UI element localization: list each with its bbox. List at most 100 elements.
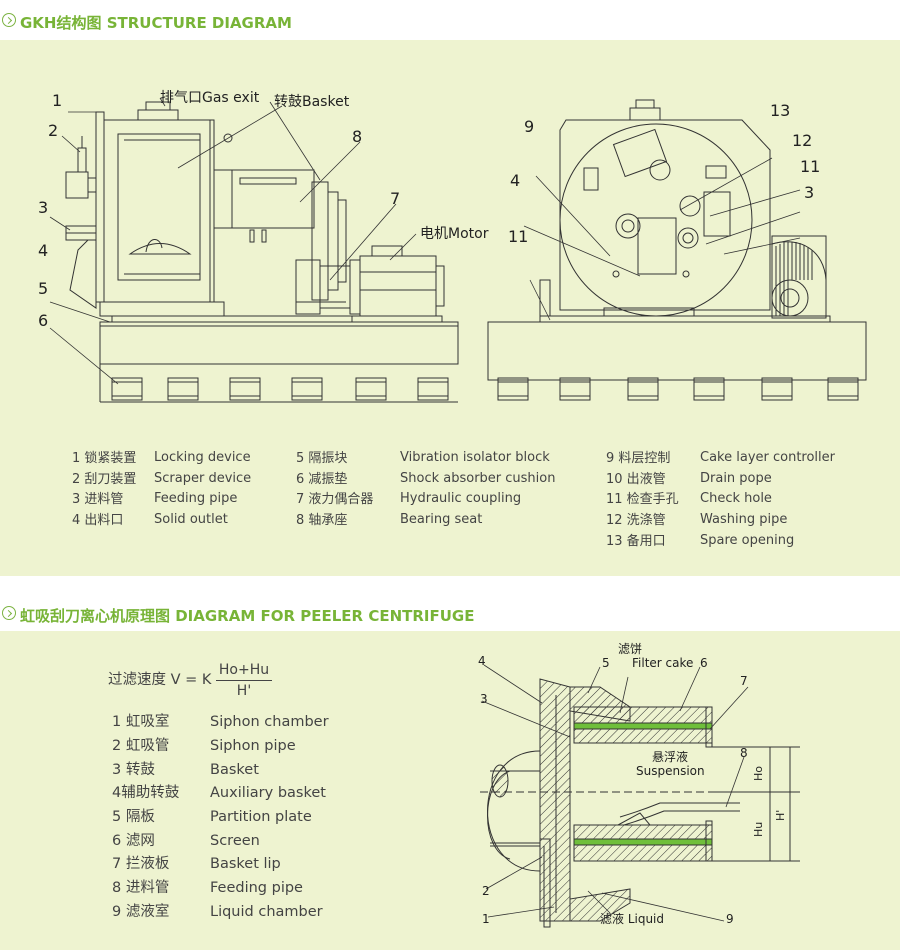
legend-en-12: Washing pipe — [700, 512, 788, 527]
legend-cn-1: 1 锁紧装置 — [72, 451, 137, 466]
svg-text:5: 5 — [602, 656, 610, 670]
legend-en-13: Spare opening — [700, 533, 795, 548]
section-title: GKH结构图 STRUCTURE DIAGRAM — [20, 14, 292, 32]
legend-cn-13: 13 备用口 — [606, 534, 666, 549]
legend2-en-7: Basket lip — [210, 856, 281, 872]
svg-text:Suspension: Suspension — [636, 764, 705, 778]
svg-text:9: 9 — [524, 117, 534, 136]
legend2-cn-7: 7 拦液板 — [112, 856, 170, 872]
legend-cn-3: 3 进料管 — [72, 492, 124, 507]
scraper-device — [65, 136, 97, 309]
legend-cn-2: 2 刮刀装置 — [72, 472, 137, 487]
svg-text:2: 2 — [48, 121, 58, 140]
legend2-cn-8: 8 进料管 — [112, 880, 170, 896]
legend2-en-9: Liquid chamber — [210, 904, 323, 920]
svg-text:Ho: Ho — [752, 766, 765, 781]
svg-text:12: 12 — [792, 131, 812, 150]
legend2-en-3: Basket — [210, 762, 259, 778]
bearing-seat — [296, 181, 347, 303]
legend2-cn-5: 5 隔板 — [112, 809, 155, 825]
svg-text:8: 8 — [352, 127, 362, 146]
legend-cn-5: 5 隔振块 — [296, 451, 348, 466]
legend-en-10: Drain pope — [700, 471, 772, 486]
svg-text:3: 3 — [38, 198, 48, 217]
legend-cn-8: 8 轴承座 — [296, 513, 348, 528]
svg-text:滤液 Liquid: 滤液 Liquid — [600, 911, 664, 926]
structure-diagram: 1 2 3 4 5 6 排气口Gas exit 转鼓Basket 8 7 电机M… — [38, 90, 867, 403]
legend-en-7: Hydraulic coupling — [400, 491, 522, 506]
legend-cn-12: 12 洗涤管 — [606, 513, 666, 528]
structure-diagram-panel: 1 2 3 4 5 6 排气口Gas exit 转鼓Basket 8 7 电机M… — [0, 40, 900, 576]
svg-text:H': H' — [774, 810, 787, 821]
motor-fan-right — [771, 235, 827, 319]
legend-cn-6: 6 减振垫 — [296, 472, 348, 487]
svg-text:6: 6 — [700, 656, 708, 670]
svg-text:1: 1 — [52, 91, 62, 110]
legend-en-5: Vibration isolator block — [400, 450, 550, 465]
svg-text:9: 9 — [726, 912, 734, 926]
section-header-structure: GKH结构图 STRUCTURE DIAGRAM — [0, 0, 900, 40]
legend-en-8: Bearing seat — [400, 512, 483, 527]
chevron-right-icon — [2, 13, 16, 27]
formula-denominator: H' — [236, 683, 252, 699]
legend2-cn-2: 2 虹吸管 — [112, 738, 170, 754]
base-frame-left — [99, 321, 459, 365]
peeler-diagram-panel: 过滤速度 V = K Ho+Hu H' 1 虹吸室 Siphon chamber… — [0, 631, 900, 950]
svg-text:4: 4 — [478, 654, 486, 668]
isolator-feet-left — [99, 364, 458, 403]
legend-en-6: Shock absorber cushion — [400, 471, 556, 486]
motor-assembly — [295, 245, 445, 323]
dimension-lines — [712, 746, 800, 862]
basket — [573, 706, 713, 862]
isolator-feet-right — [497, 377, 859, 401]
svg-text:5: 5 — [38, 279, 48, 298]
svg-text:13: 13 — [770, 101, 790, 120]
section-title: 虹吸刮刀离心机原理图 DIAGRAM FOR PEELER CENTRIFUGE — [20, 607, 475, 625]
diagram-labels: 1 2 3 4 5 6 排气口Gas exit 转鼓Basket 8 7 电机M… — [38, 90, 820, 330]
legend-en-3: Feeding pipe — [154, 491, 238, 506]
svg-text:7: 7 — [740, 674, 748, 688]
formula-prefix: 过滤速度 V = K — [108, 672, 212, 688]
svg-text:11: 11 — [800, 157, 820, 176]
legend-cn-7: 7 液力偶合器 — [296, 492, 374, 507]
chevron-right-icon — [2, 606, 16, 620]
svg-text:转鼓Basket: 转鼓Basket — [274, 94, 350, 110]
svg-text:3: 3 — [804, 183, 814, 202]
svg-text:Filter cake: Filter cake — [632, 656, 693, 670]
section-header-peeler: 虹吸刮刀离心机原理图 DIAGRAM FOR PEELER CENTRIFUGE — [0, 593, 900, 633]
legend2-en-4: Auxiliary basket — [210, 785, 326, 801]
legend-cn-10: 10 出液管 — [606, 472, 666, 487]
legend-cn-9: 9 料层控制 — [606, 451, 671, 466]
svg-text:滤饼: 滤饼 — [618, 642, 642, 656]
leader-lines-left — [49, 97, 417, 385]
basket-housing — [95, 101, 315, 317]
siphon-pipe — [490, 838, 551, 928]
leader-lines-right — [523, 157, 801, 321]
legend2-cn-3: 3 转鼓 — [112, 762, 155, 778]
legend2-en-5: Partition plate — [210, 809, 312, 825]
legend2-cn-1: 1 虹吸室 — [112, 714, 170, 730]
front-housing — [539, 99, 771, 317]
peeler-centrifuge-diagram: 4 5 3 滤饼 Filter cake 6 7 悬浮液 Suspension … — [478, 642, 800, 928]
svg-text:8: 8 — [740, 746, 748, 760]
legend2-cn-6: 6 滤网 — [112, 833, 155, 849]
feeding-pipe — [617, 802, 740, 826]
legend-cn-4: 4 出料口 — [72, 513, 124, 528]
legend-en-4: Solid outlet — [154, 512, 228, 527]
legend-cn-11: 11 检查手孔 — [606, 492, 679, 507]
svg-text:7: 7 — [390, 189, 400, 208]
legend-en-9: Cake layer controller — [700, 450, 836, 465]
svg-text:2: 2 — [482, 884, 490, 898]
legend2-en-6: Screen — [210, 833, 260, 849]
peeler-labels: 4 5 3 滤饼 Filter cake 6 7 悬浮液 Suspension … — [478, 642, 787, 926]
legend2-en-1: Siphon chamber — [210, 714, 329, 730]
peeler-leader-lines — [481, 664, 749, 922]
svg-text:电机Motor: 电机Motor — [420, 226, 489, 242]
legend-en-2: Scraper device — [154, 471, 252, 486]
svg-text:6: 6 — [38, 311, 48, 330]
base-frame-right — [487, 321, 867, 381]
svg-text:4: 4 — [510, 171, 520, 190]
legend2-en-2: Siphon pipe — [210, 738, 296, 754]
svg-text:Hu: Hu — [752, 822, 765, 837]
svg-text:4: 4 — [38, 241, 48, 260]
